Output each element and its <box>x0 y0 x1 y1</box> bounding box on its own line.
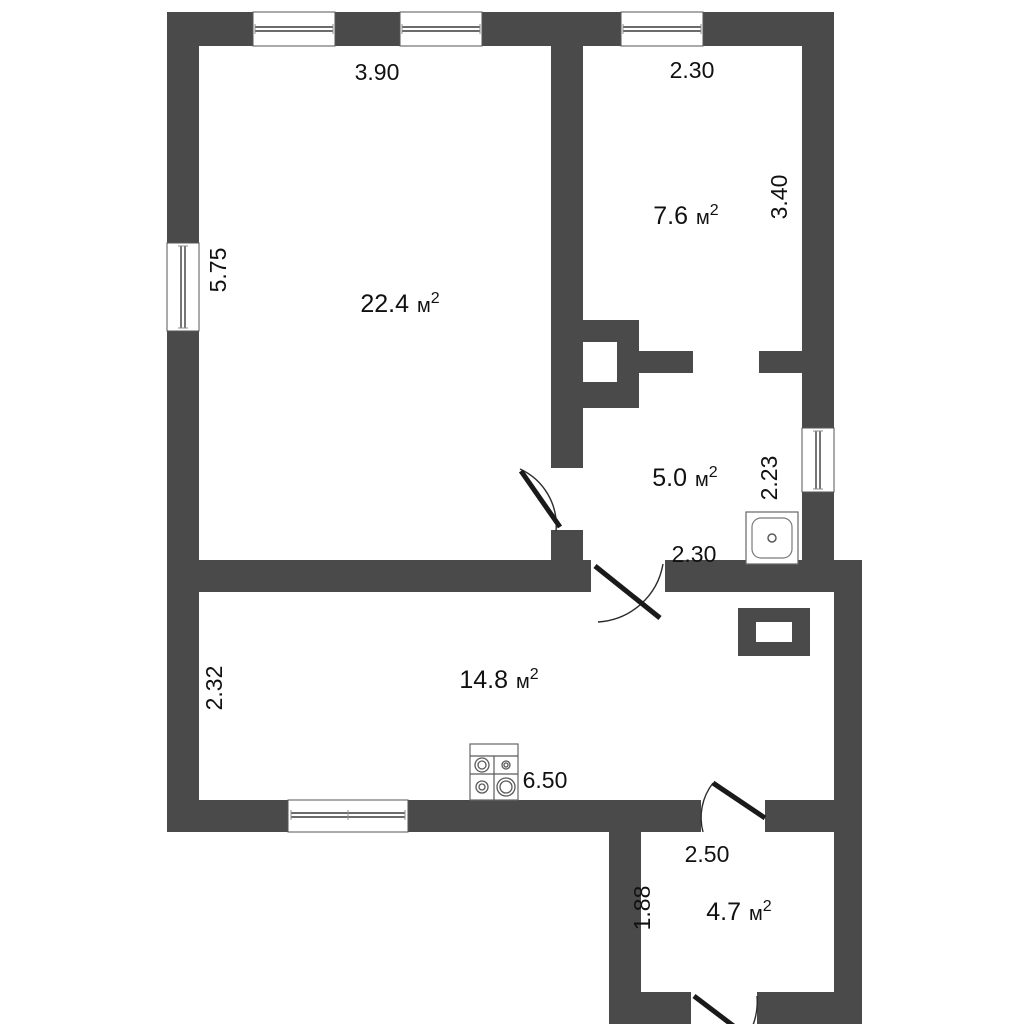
room-exp-living-room: 2 <box>431 290 440 307</box>
wall-vestibule-bottom-right <box>757 992 862 1024</box>
dimension-living-width: 3.90 <box>355 59 400 85</box>
ventilation-shaft-icon <box>738 608 810 656</box>
sink-icon <box>745 511 799 565</box>
wall-left-exterior <box>167 12 199 832</box>
room-exp-vestibule: 2 <box>763 898 772 915</box>
dimension-vestibule-width: 2.50 <box>685 841 730 867</box>
wall-niche-right <box>617 320 639 408</box>
svg-text:5.0м2: 5.0 м2 <box>652 464 718 492</box>
door-bath-kitchen <box>591 560 665 623</box>
room-area-bedroom: 7.6 <box>653 202 688 230</box>
dimension-kitchen-height: 2.32 <box>201 666 227 711</box>
room-exp-bedroom: 2 <box>710 202 719 219</box>
doors-group <box>518 468 767 1024</box>
room-unit-bedroom: м <box>696 207 710 229</box>
room-unit-living-room: м <box>417 295 431 317</box>
room-unit-kitchen: м <box>516 671 530 693</box>
window-bottom <box>287 799 409 833</box>
room-label-vestibule: 4.7 м2 <box>706 898 772 926</box>
stove-icon <box>469 743 519 801</box>
dimension-living-height: 5.75 <box>205 248 231 293</box>
wall-vestibule-top-left <box>609 800 701 832</box>
svg-text:22.4м2: 22.4 м2 <box>360 290 439 318</box>
room-area-vestibule: 4.7 <box>706 898 741 926</box>
wall-interior-horizontal-kitchen <box>167 560 597 592</box>
dimension-bathroom-height: 2.23 <box>756 456 782 501</box>
room-unit-bathroom: м <box>695 469 709 491</box>
window-left <box>166 242 200 332</box>
fixtures-group <box>469 511 810 801</box>
room-label-kitchen: 14.8 м2 <box>459 666 538 694</box>
wall-vestibule-bottom-left <box>609 992 691 1024</box>
room-unit-vestibule: м <box>749 903 763 925</box>
door-living-bath <box>518 468 583 532</box>
window-top-3 <box>620 11 704 47</box>
wall-bath-kitchen <box>663 560 813 592</box>
room-area-kitchen: 14.8 <box>459 666 508 694</box>
room-label-bedroom: 7.6 м2 <box>653 202 719 230</box>
window-top-1 <box>252 11 336 47</box>
svg-text:4.7м2: 4.7 м2 <box>706 898 772 926</box>
svg-text:14.8м2: 14.8 м2 <box>459 666 538 694</box>
room-label-bathroom: 5.0 м2 <box>652 464 718 492</box>
wall-vestibule-top-right <box>765 800 862 832</box>
wall-stub-left <box>639 351 693 373</box>
windows-group <box>166 11 835 833</box>
room-label-living-room: 22.4 м2 <box>360 290 439 318</box>
wall-right-lower <box>834 560 862 832</box>
door-entrance <box>691 992 758 1024</box>
dimension-kitchen-width: 6.50 <box>523 767 568 793</box>
room-exp-kitchen: 2 <box>530 666 539 683</box>
room-area-bathroom: 5.0 <box>652 464 687 492</box>
door-kitchen-vestibule <box>700 780 767 833</box>
window-right <box>801 427 835 493</box>
room-area-living-room: 22.4 <box>360 290 409 318</box>
svg-text:7.6м2: 7.6 м2 <box>653 202 719 230</box>
dimension-bathroom-width: 2.30 <box>672 541 717 567</box>
room-exp-bathroom: 2 <box>709 464 718 481</box>
walls-group <box>167 12 862 1024</box>
dimension-vestibule-height: 1.88 <box>629 886 655 931</box>
dimension-labels-group: 3.90 5.75 2.30 3.40 2.23 2.30 2.32 6.50 … <box>201 57 792 930</box>
window-top-2 <box>399 11 483 47</box>
wall-stub-right <box>759 351 804 373</box>
dimension-bedroom-width: 2.30 <box>670 57 715 83</box>
dimension-bedroom-height: 3.40 <box>766 175 792 220</box>
